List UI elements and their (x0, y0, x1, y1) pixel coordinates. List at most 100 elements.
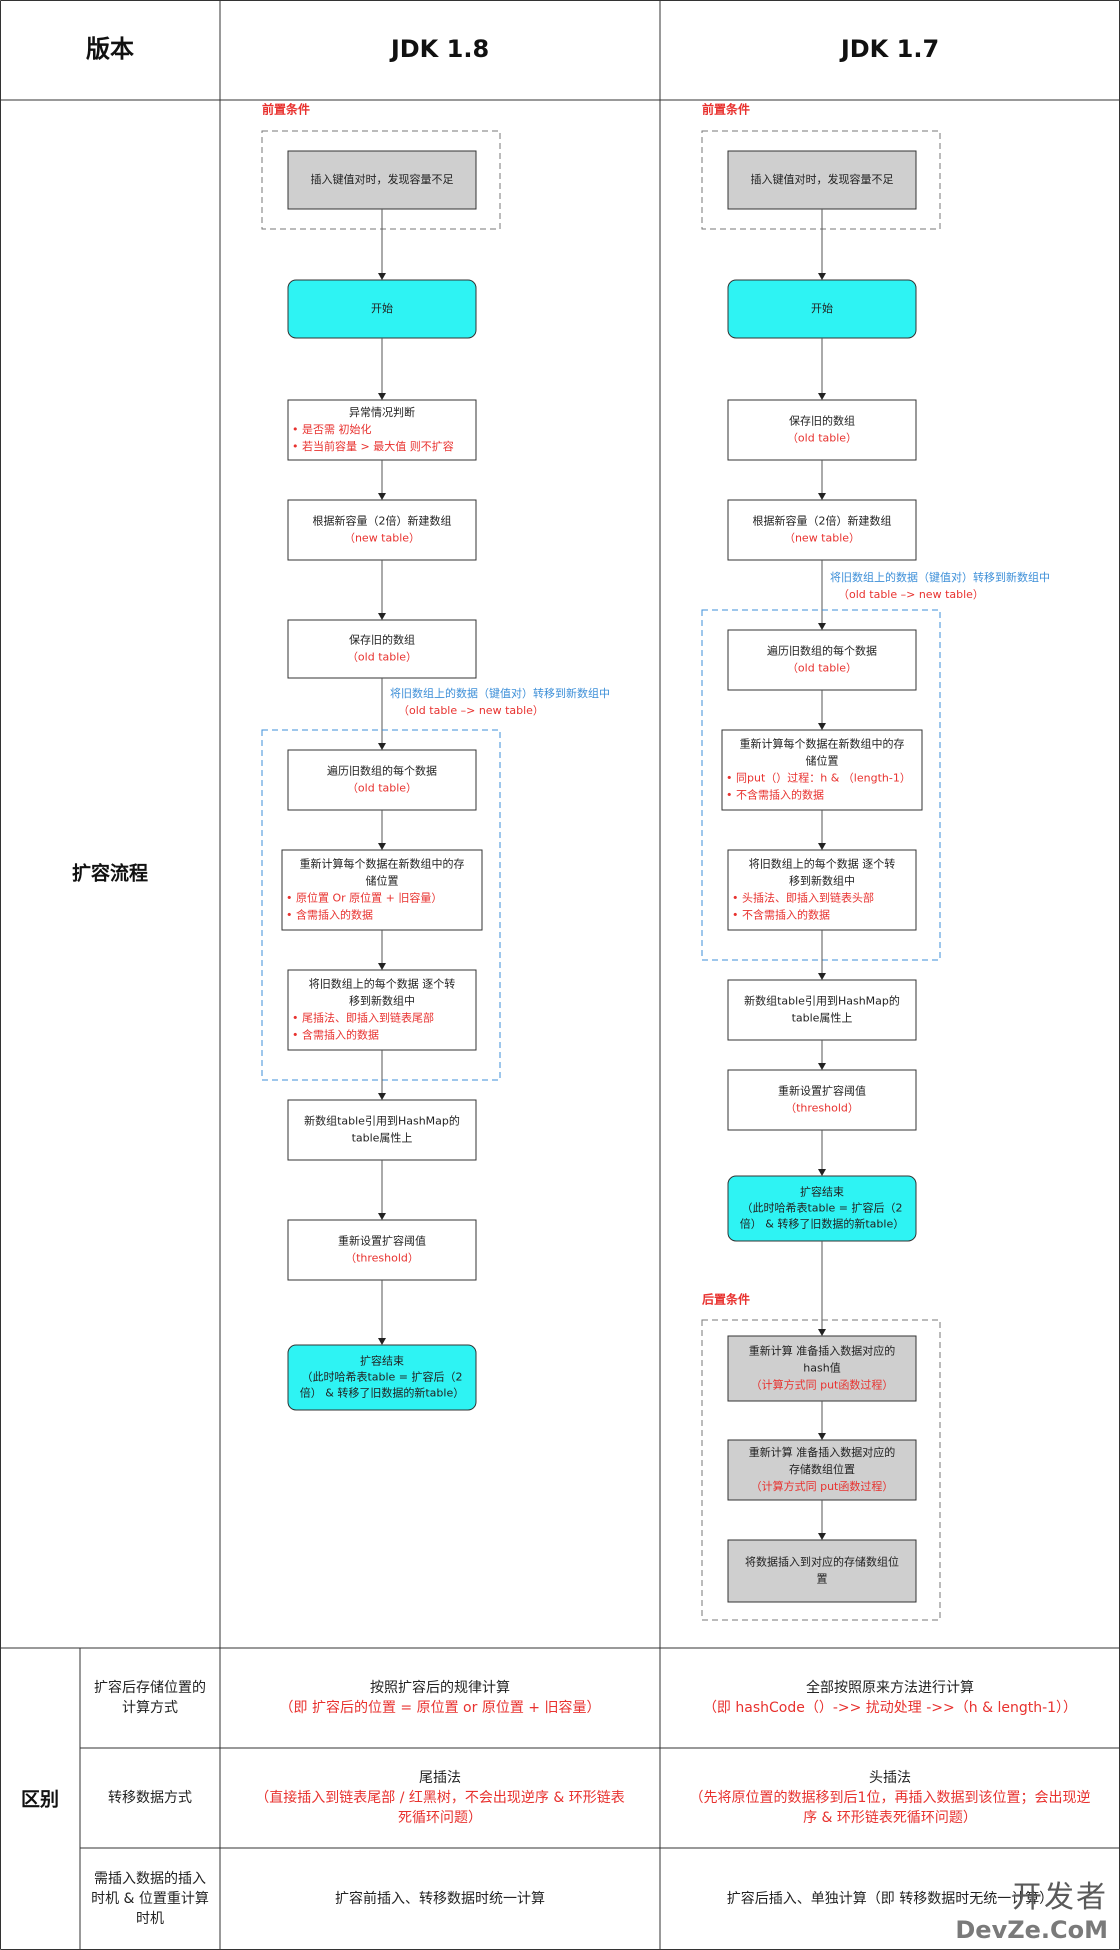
diff-row-0-jdk17-1: （即 hashCode（）->> 扰动处理 ->>（h & length-1）） (703, 1700, 1077, 1716)
jdk17-node-traverse-text-0: 遍历旧数组的每个数据 (767, 644, 877, 658)
jdk18-node-check-text-2: • 若当前容量 > 最大值 则不扩容 (292, 439, 454, 453)
jdk18-node-newtable (287, 499, 477, 561)
jdk17-node-end-text-1: （此时哈希表table = 扩容后（2 (741, 1201, 902, 1215)
jdk18-node-recalc (281, 849, 483, 931)
jdk18-node-newtable-text-0: 根据新容量（2倍）新建数组 (313, 514, 452, 528)
diff-row-2-jdk17-0: 扩容后插入、单独计算（即 转移数据时无统一计算） (727, 1890, 1053, 1907)
jdk17-node-insert-text-0: 插入键值对时，发现容量不足 (751, 172, 894, 186)
jdk18-node-end-text-2: 倍） & 转移了旧数据的新table） (300, 1386, 464, 1400)
jdk18-arrow-2-head (378, 393, 386, 400)
jdk17-node-assign (727, 979, 917, 1041)
jdk17-node-threshold (727, 1069, 917, 1131)
jdk18-node-end-text-0: 扩容结束 (360, 1354, 404, 1368)
jdk17-pre-label: 前置条件 (702, 102, 750, 117)
jdk18-node-check-text-0: 异常情况判断 (349, 405, 415, 419)
jdk18-node-assign-text-0: 新数组table引用到HashMap的 (304, 1114, 460, 1128)
jdk17-node-recalc-text-0: 重新计算每个数据在新数组中的存 (740, 737, 905, 751)
jdk17-node-assign-text-0: 新数组table引用到HashMap的 (744, 994, 900, 1008)
jdk18-node-move-text-2: • 尾插法、即插入到链表尾部 (292, 1011, 434, 1025)
diff-row-1-jdk17-0: 头插法 (869, 1770, 911, 1786)
jdk18-node-traverse (287, 749, 477, 811)
diff-row-2-label-2: 时机 (136, 1911, 164, 1927)
jdk18-pre-label: 前置条件 (262, 102, 310, 117)
jdk17-transfer-frame (701, 609, 941, 961)
jdk18-node-end (287, 1344, 477, 1411)
jdk17-arrow-4-head (818, 623, 826, 630)
jdk17-node-saveold-text-1: （old table） (787, 432, 857, 445)
jdk18-arrow-3-head (378, 493, 386, 500)
jdk18-node-recalc-text-2: • 原位置 Or 原位置 + 旧容量） (286, 891, 442, 905)
header-jdk18: JDK 1.8 (389, 35, 489, 63)
diff-row-1-jdk18-0: 尾插法 (419, 1770, 461, 1786)
jdk17-node-newtable (727, 499, 917, 561)
jdk17-post-label: 后置条件 (702, 1292, 750, 1307)
header-version: 版本 (86, 35, 134, 63)
jdk18-node-start-text-0: 开始 (371, 301, 393, 315)
jdk18-arrow-4-head (378, 613, 386, 620)
jdk17-node-reindex-text-0: 重新计算 准备插入数据对应的 (749, 1445, 896, 1459)
jdk18-node-move-text-0: 将旧数组上的每个数据 逐个转 (309, 977, 456, 991)
jdk18-arrow-5-head (378, 743, 386, 750)
jdk18-node-newtable-text-1: （new table） (344, 532, 420, 545)
jdk17-edge-label-1: 将旧数组上的数据（键值对）转移到新数组中 (830, 570, 1050, 584)
jdk18-node-insert (287, 150, 477, 210)
diff-row-1-jdk18-1: （直接插入到链表尾部 / 红黑树，不会出现逆序 & 环形链表 (255, 1789, 624, 1806)
jdk17-node-move-text-2: • 头插法、即插入到链表头部 (732, 891, 874, 905)
jdk17-node-recalc-text-2: • 同put（）过程：h & （length-1） (726, 772, 911, 785)
diff-row-0-jdk17-0: 全部按照原来方法进行计算 (806, 1679, 974, 1696)
jdk17-node-threshold-text-0: 重新设置扩容阈值 (778, 1084, 866, 1098)
diff-row-1-jdk17-2: 序 & 环形链表死循环问题） (803, 1810, 977, 1826)
jdk17-node-move (727, 849, 917, 931)
jdk17-node-recalc-text-3: • 不含需插入的数据 (726, 788, 824, 802)
jdk18-node-move-text-1: 移到新数组中 (349, 994, 415, 1008)
jdk18-node-threshold-text-1: （threshold） (345, 1252, 419, 1265)
jdk17-node-end-text-0: 扩容结束 (800, 1185, 844, 1199)
jdk17-node-insert-final-text-0: 将数据插入到对应的存储数组位 (745, 1555, 899, 1569)
jdk18-arrow-6-head (378, 843, 386, 850)
jdk18-arrow-10-head (378, 1338, 386, 1345)
jdk17-node-reindex-text-2: （计算方式同 put函数过程） (751, 1479, 894, 1493)
jdk17-node-rehash (727, 1335, 917, 1402)
jdk18-node-move-text-3: • 含需插入的数据 (292, 1028, 379, 1042)
jdk17-arrow-5-head (818, 723, 826, 730)
jdk18-node-assign-text-1: table属性上 (352, 1131, 413, 1145)
row-label-flow: 扩容流程 (72, 862, 148, 885)
diff-row-0-jdk18-0: 按照扩容后的规律计算 (370, 1679, 510, 1696)
jdk17-node-saveold-text-0: 保存旧的数组 (789, 414, 855, 428)
jdk17-node-insert-final-text-1: 置 (817, 1573, 828, 1586)
jdk17-node-end-text-2: 倍） & 转移了旧数据的新table） (740, 1217, 904, 1231)
diff-row-0-jdk18-1: （即 扩容后的位置 = 原位置 or 原位置 + 旧容量） (280, 1699, 601, 1716)
jdk17-node-rehash-text-1: hash值 (803, 1362, 840, 1375)
jdk18-node-recalc-text-0: 重新计算每个数据在新数组中的存 (300, 857, 465, 871)
jdk18-node-recalc-text-1: 储位置 (366, 874, 399, 888)
jdk18-node-threshold-text-0: 重新设置扩容阈值 (338, 1234, 426, 1248)
jdk17-node-reindex-text-1: 存储数组位置 (789, 1462, 855, 1476)
jdk18-node-assign (287, 1099, 477, 1161)
jdk18-arrow-1-head (378, 273, 386, 280)
jdk18-pre-frame (261, 130, 501, 230)
jdk17-arrow-3-head (818, 493, 826, 500)
jdk17-node-traverse-text-1: （old table） (787, 662, 857, 675)
jdk18-node-traverse-text-1: （old table） (347, 782, 417, 795)
jdk18-transfer-frame (261, 729, 501, 1081)
jdk17-node-saveold (727, 399, 917, 461)
jdk18-node-saveold (287, 619, 477, 679)
jdk18-arrow-7-head (378, 963, 386, 970)
jdk18-node-insert-text-0: 插入键值对时，发现容量不足 (311, 172, 454, 186)
header-jdk17: JDK 1.7 (839, 35, 939, 63)
jdk17-arrow-8-head (818, 1063, 826, 1070)
jdk17-pre-frame (701, 130, 941, 230)
jdk17-node-recalc-text-1: 储位置 (806, 754, 839, 768)
row-label-diff: 区别 (21, 1789, 59, 1811)
jdk17-arrow-12-head (818, 1533, 826, 1540)
jdk17-arrow-6-head (818, 843, 826, 850)
jdk18-arrow-8-head (378, 1093, 386, 1100)
jdk18-edge-label-1: 将旧数组上的数据（键值对）转移到新数组中 (390, 686, 610, 700)
jdk17-arrow-9-head (818, 1169, 826, 1176)
diff-row-2-label-1: 时机 & 位置重计算 (91, 1891, 209, 1907)
jdk17-node-threshold-text-1: （threshold） (785, 1102, 859, 1115)
jdk17-node-recalc (721, 729, 923, 811)
jdk17-node-insert-final (727, 1539, 917, 1603)
